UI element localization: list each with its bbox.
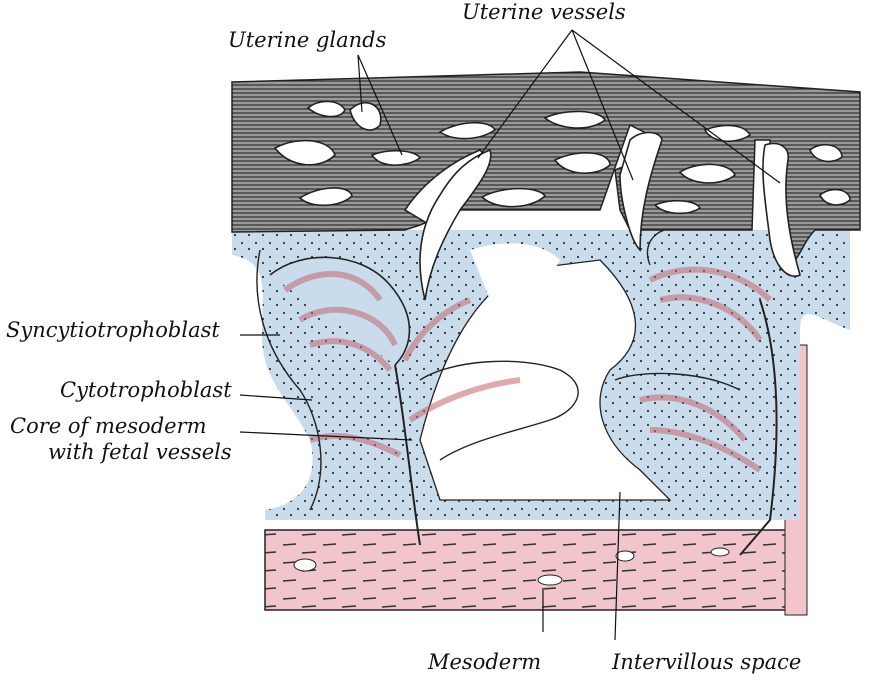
label-cytotrophoblast: Cytotrophoblast — [60, 380, 232, 401]
label-with-fetal-vessels: with fetal vessels — [48, 442, 232, 463]
label-uterine-glands: Uterine glands — [228, 30, 386, 51]
label-core-of-mesoderm: Core of mesoderm — [10, 416, 207, 437]
label-mesoderm: Mesoderm — [428, 652, 541, 673]
label-intervillous-space: Intervillous space — [612, 652, 801, 673]
label-uterine-vessels: Uterine vessels — [462, 2, 626, 23]
label-syncytiotrophoblast: Syncytiotrophoblast — [6, 320, 220, 341]
